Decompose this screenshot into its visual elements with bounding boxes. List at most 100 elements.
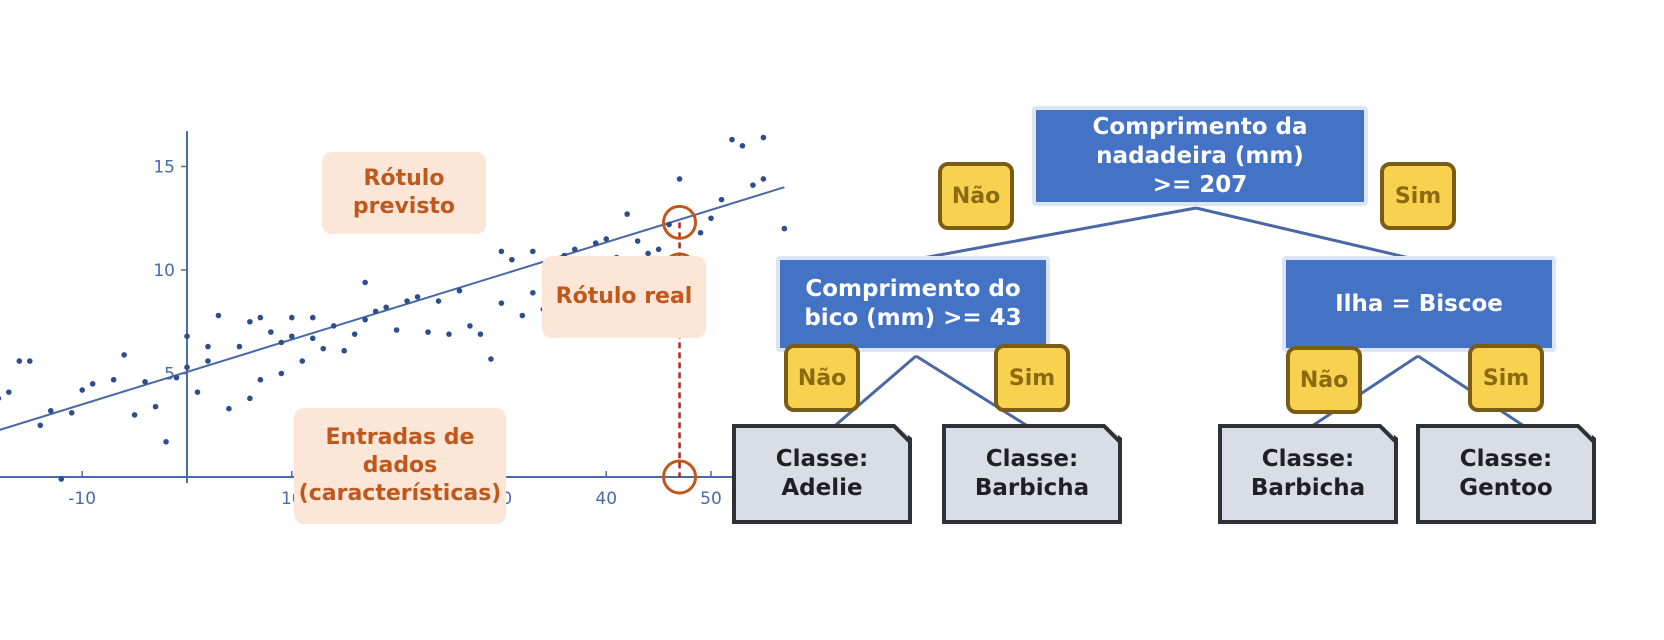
data-point	[278, 370, 285, 377]
predicted-label-circle	[662, 204, 698, 240]
data-point	[330, 323, 337, 329]
data-point	[760, 134, 767, 141]
data-point	[0, 396, 2, 401]
leaf-gentoo-line2: Gentoo	[1459, 475, 1553, 501]
data-point	[184, 364, 190, 371]
y-tick-label: 15	[153, 158, 175, 178]
data-point	[571, 246, 578, 253]
data-point	[530, 248, 536, 255]
leaf-adelie-line1: Classe:	[775, 446, 869, 472]
data-point	[309, 314, 316, 321]
y-tick-label: 5	[164, 365, 175, 385]
data-point	[509, 256, 515, 263]
data-point	[351, 331, 358, 337]
data-point	[697, 229, 704, 236]
callout-predicted-label: Rótulo previsto	[322, 152, 486, 234]
leaf-barbicha-left: Classe: Barbicha	[942, 424, 1122, 524]
data-point	[446, 331, 452, 337]
data-point	[16, 358, 23, 364]
data-point	[142, 378, 148, 385]
data-point	[257, 314, 264, 321]
data-point	[309, 335, 316, 342]
data-point	[257, 376, 264, 383]
data-point	[278, 339, 285, 346]
data-point	[362, 279, 368, 286]
left-yes-badge: Sim	[994, 344, 1070, 412]
leaf-barbicha-right-line2: Barbicha	[1250, 475, 1366, 501]
data-point	[708, 215, 714, 222]
data-point	[530, 289, 536, 296]
data-point	[655, 246, 662, 253]
data-point	[488, 356, 494, 362]
data-point	[592, 240, 599, 246]
data-point	[383, 304, 389, 311]
tree-root-text: Comprimento da nadadeira (mm) >= 207	[1092, 113, 1308, 198]
data-point	[37, 422, 44, 429]
data-point	[498, 248, 505, 255]
data-point	[289, 333, 295, 340]
data-point	[362, 316, 368, 323]
data-point	[404, 298, 410, 304]
tree-left-node: Comprimento do bico (mm) >= 43	[776, 256, 1050, 352]
leaf-adelie: Classe: Adelie	[732, 424, 912, 524]
data-point	[205, 343, 211, 350]
regression-line	[0, 186, 785, 431]
x-tick-label: 50	[700, 489, 722, 509]
data-point	[226, 405, 232, 412]
data-point	[247, 318, 253, 325]
tree-right-node: Ilha = Biscoe	[1282, 256, 1556, 352]
data-point	[760, 176, 767, 182]
data-point	[341, 347, 348, 354]
leaf-barbicha-right: Classe: Barbicha	[1218, 424, 1398, 524]
callout-data-inputs: Entradas de dados (características)	[294, 408, 506, 524]
data-point	[247, 395, 253, 402]
data-point	[498, 300, 505, 306]
data-point	[519, 312, 526, 319]
data-point	[205, 358, 211, 364]
right-yes-badge: Sim	[1468, 344, 1544, 412]
data-point	[456, 287, 463, 294]
tree-right-text: Ilha = Biscoe	[1335, 290, 1503, 317]
input-data-circle	[662, 459, 698, 495]
leaf-gentoo-line1: Classe:	[1459, 446, 1553, 472]
data-point	[435, 298, 442, 304]
data-point	[645, 250, 651, 257]
data-point	[27, 358, 33, 364]
data-point	[467, 323, 473, 329]
data-point	[320, 345, 327, 352]
data-point	[110, 376, 117, 383]
data-point	[666, 221, 672, 228]
data-point	[121, 352, 127, 358]
root-yes-badge: Sim	[1380, 162, 1456, 230]
data-point	[131, 412, 138, 418]
data-point	[289, 314, 295, 321]
edge-root-right	[1195, 206, 1419, 262]
data-point	[372, 308, 379, 315]
leaf-barbicha-right-line1: Classe:	[1261, 446, 1355, 472]
data-point	[750, 182, 756, 188]
data-point	[729, 136, 735, 143]
left-no-badge: Não	[784, 344, 860, 412]
data-point	[89, 381, 96, 387]
tree-root-node: Comprimento da nadadeira (mm) >= 207	[1032, 106, 1368, 206]
data-point	[718, 196, 725, 203]
tree-left-text: Comprimento do bico (mm) >= 43	[804, 276, 1022, 331]
y-tick-label: 10	[153, 261, 175, 281]
edge-right-no	[1305, 354, 1419, 432]
data-point	[173, 374, 180, 381]
leaf-gentoo: Classe: Gentoo	[1416, 424, 1596, 524]
data-point	[739, 143, 746, 149]
data-point	[603, 236, 609, 242]
data-point	[236, 343, 243, 350]
right-no-badge: Não	[1286, 346, 1362, 414]
data-point	[299, 358, 306, 364]
data-point	[268, 329, 274, 335]
root-no-badge: Não	[938, 162, 1014, 230]
data-point	[184, 333, 190, 340]
data-point	[163, 439, 169, 445]
data-point	[6, 389, 12, 395]
leaf-adelie-line2: Adelie	[781, 475, 863, 501]
callout-actual-label: Rótulo real	[542, 256, 706, 338]
edge-left-no	[829, 354, 917, 432]
